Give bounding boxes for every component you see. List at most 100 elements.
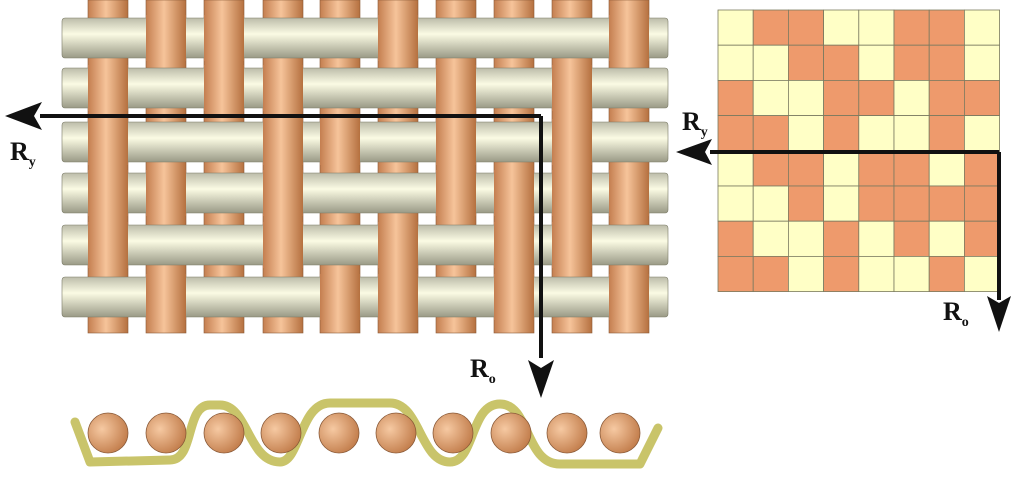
grid-cell xyxy=(717,44,754,81)
grid-cell xyxy=(928,255,965,292)
grid-cell xyxy=(928,9,965,46)
warp-float xyxy=(609,170,649,216)
grid-cell xyxy=(823,255,860,292)
warp-thread-section xyxy=(375,412,417,454)
grid-cell xyxy=(752,150,789,187)
warp-thread-section xyxy=(260,412,302,454)
weave-pattern-grid xyxy=(717,9,1001,292)
grid-cell xyxy=(752,255,789,292)
warp-float xyxy=(378,274,418,320)
grid-cell xyxy=(823,150,860,187)
grid-cell xyxy=(788,255,825,292)
grid-cell xyxy=(823,44,860,81)
grid-cell xyxy=(964,44,1001,81)
warp-float xyxy=(320,119,360,165)
warp-float xyxy=(609,274,649,320)
grid-cell xyxy=(788,80,825,117)
warp-thread-section xyxy=(145,412,187,454)
grid-cell xyxy=(964,185,1001,222)
grid-cell xyxy=(964,150,1001,187)
grid-cell xyxy=(858,220,895,257)
grid-cell xyxy=(788,9,825,46)
grid-cell xyxy=(928,185,965,222)
warp-float xyxy=(552,170,592,216)
grid-cell xyxy=(928,220,965,257)
grid-cell xyxy=(788,150,825,187)
grid-cell xyxy=(823,115,860,152)
warp-thread-section xyxy=(599,412,641,454)
warp-float xyxy=(88,119,128,165)
grid-cell xyxy=(752,220,789,257)
grid-cell xyxy=(858,150,895,187)
grid-cell xyxy=(717,115,754,152)
weave-weft-arrowhead xyxy=(5,102,42,130)
warp-float xyxy=(494,222,534,268)
warp-float xyxy=(146,274,186,320)
grid-cell xyxy=(893,9,930,46)
grid-cell xyxy=(717,80,754,117)
warp-float xyxy=(88,65,128,111)
warp-float xyxy=(552,222,592,268)
grid-cell xyxy=(858,44,895,81)
grid-cell xyxy=(788,220,825,257)
warp-thread-section xyxy=(546,412,588,454)
grid-cell xyxy=(717,255,754,292)
grid-cell xyxy=(717,185,754,222)
grid-cell xyxy=(893,255,930,292)
woven-fabric xyxy=(61,0,669,334)
grid-cell xyxy=(964,255,1001,292)
grid-cell xyxy=(858,9,895,46)
weave-warp-arrowhead xyxy=(528,360,554,398)
warp-thread-section xyxy=(432,412,474,454)
warp-float xyxy=(378,15,418,61)
warp-float xyxy=(552,119,592,165)
grid-cell xyxy=(893,185,930,222)
grid-cell xyxy=(928,115,965,152)
grid-weft-label: Ry xyxy=(682,107,708,140)
warp-thread-section xyxy=(87,412,129,454)
warp-float xyxy=(263,170,303,216)
grid-cell xyxy=(858,80,895,117)
grid-cell xyxy=(964,220,1001,257)
grid-cell xyxy=(893,80,930,117)
warp-float xyxy=(204,65,244,111)
grid-cell xyxy=(788,44,825,81)
grid-weft-arrowhead xyxy=(676,139,712,165)
warp-thread-section xyxy=(203,412,245,454)
grid-cell xyxy=(717,9,754,46)
grid-cell xyxy=(964,80,1001,117)
grid-weft-arrow xyxy=(710,150,1001,300)
warp-float xyxy=(88,170,128,216)
warp-float xyxy=(378,222,418,268)
grid-cell xyxy=(858,255,895,292)
grid-warp-label: Ro xyxy=(943,297,969,330)
grid-cell xyxy=(823,80,860,117)
grid-cell xyxy=(928,150,965,187)
warp-float xyxy=(320,274,360,320)
grid-cell xyxy=(788,115,825,152)
grid-cell xyxy=(752,9,789,46)
warp-float xyxy=(494,170,534,216)
grid-cell xyxy=(893,115,930,152)
warp-float xyxy=(609,15,649,61)
grid-warp-arrowhead xyxy=(987,296,1011,332)
warp-float xyxy=(436,65,476,111)
grid-cell xyxy=(928,80,965,117)
weave-weft-arrow xyxy=(40,114,543,358)
grid-cell xyxy=(823,220,860,257)
warp-float xyxy=(263,119,303,165)
grid-cell xyxy=(893,44,930,81)
warp-float xyxy=(204,15,244,61)
warp-float xyxy=(146,15,186,61)
grid-cell xyxy=(717,150,754,187)
grid-cell xyxy=(823,185,860,222)
weave-warp-label: Ro xyxy=(470,354,496,387)
warp-float xyxy=(263,65,303,111)
warp-thread-section xyxy=(490,412,532,454)
warp-float xyxy=(263,222,303,268)
grid-cell xyxy=(928,44,965,81)
grid-cell xyxy=(752,185,789,222)
grid-cell xyxy=(893,150,930,187)
grid-cell xyxy=(964,115,1001,152)
grid-cell xyxy=(788,185,825,222)
